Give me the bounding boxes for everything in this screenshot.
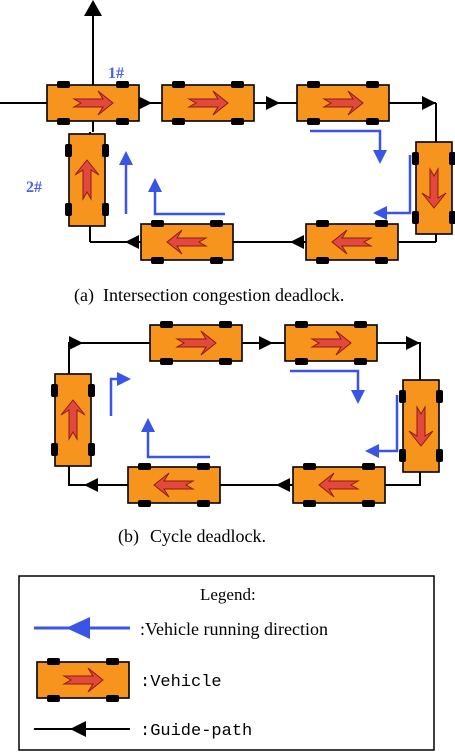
- vehicle: [292, 462, 386, 508]
- legend-path-arrowhead: [70, 721, 86, 737]
- caption-b: (b) Cycle deadlock.: [118, 526, 266, 547]
- vehicle: [161, 80, 255, 126]
- direction-arrowheads-a: [119, 150, 387, 220]
- legend-title: Legend:: [200, 585, 256, 604]
- vehicle-1-label: 1#: [108, 65, 124, 82]
- direction-arrows-a: [124, 129, 412, 216]
- vehicle: [50, 373, 96, 467]
- guide-arrow-right: [266, 96, 280, 110]
- legend-direction-row: :Vehicle running direction: [34, 617, 328, 639]
- guide-arrow-right: [69, 336, 83, 350]
- vehicle: [127, 462, 221, 508]
- guide-arrow-right: [259, 336, 273, 350]
- guide-arrow-up-exit: [84, 0, 102, 16]
- legend-path-label: :Guide-path: [140, 722, 252, 741]
- legend-vehicle-label: :Vehicle: [140, 673, 222, 692]
- vehicle: [296, 80, 390, 126]
- vehicle-1: [46, 80, 140, 126]
- diagram-b: (b) Cycle deadlock.: [50, 320, 444, 547]
- guide-arrow-left: [276, 478, 290, 492]
- caption-a: (a) Intersection congestion deadlock.: [74, 285, 344, 306]
- guide-arrow-right: [138, 96, 152, 110]
- legend: Legend: :Vehicle running direction :Vehi…: [18, 575, 435, 751]
- guide-arrow-right: [406, 336, 420, 350]
- legend-path-row: :Guide-path: [34, 721, 252, 741]
- vehicle: [284, 320, 378, 366]
- vehicle: [140, 219, 234, 265]
- caption-b-text: Cycle deadlock.: [150, 526, 266, 546]
- direction-arrowheads-b: [117, 372, 379, 458]
- guide-arrow-left: [290, 235, 304, 249]
- caption-a-prefix: (a): [74, 285, 94, 306]
- guide-arrow-left: [125, 235, 139, 249]
- guide-arrow-left: [84, 478, 98, 492]
- vehicle: [305, 219, 399, 265]
- legend-direction-arrowhead: [66, 617, 90, 639]
- legend-direction-label: :Vehicle running direction: [140, 619, 328, 639]
- vehicle: [149, 320, 243, 366]
- vehicle: [398, 379, 444, 473]
- guide-arrowheads-b: [69, 336, 420, 492]
- direction-arrows-b: [109, 369, 399, 459]
- legend-vehicle-icon: [36, 657, 130, 703]
- vehicle-2-label: 2#: [26, 179, 42, 196]
- caption-a-text: Intersection congestion deadlock.: [103, 285, 344, 305]
- diagram-a: 1# 2# (a) Intersection congestion deadlo…: [0, 0, 455, 306]
- guide-arrow-right: [422, 96, 436, 110]
- legend-vehicle-row: :Vehicle: [36, 657, 222, 703]
- guide-arrowheads-a: [84, 0, 436, 249]
- vehicle: [411, 141, 455, 235]
- caption-b-prefix: (b): [118, 526, 139, 547]
- vehicle-2: [64, 133, 110, 227]
